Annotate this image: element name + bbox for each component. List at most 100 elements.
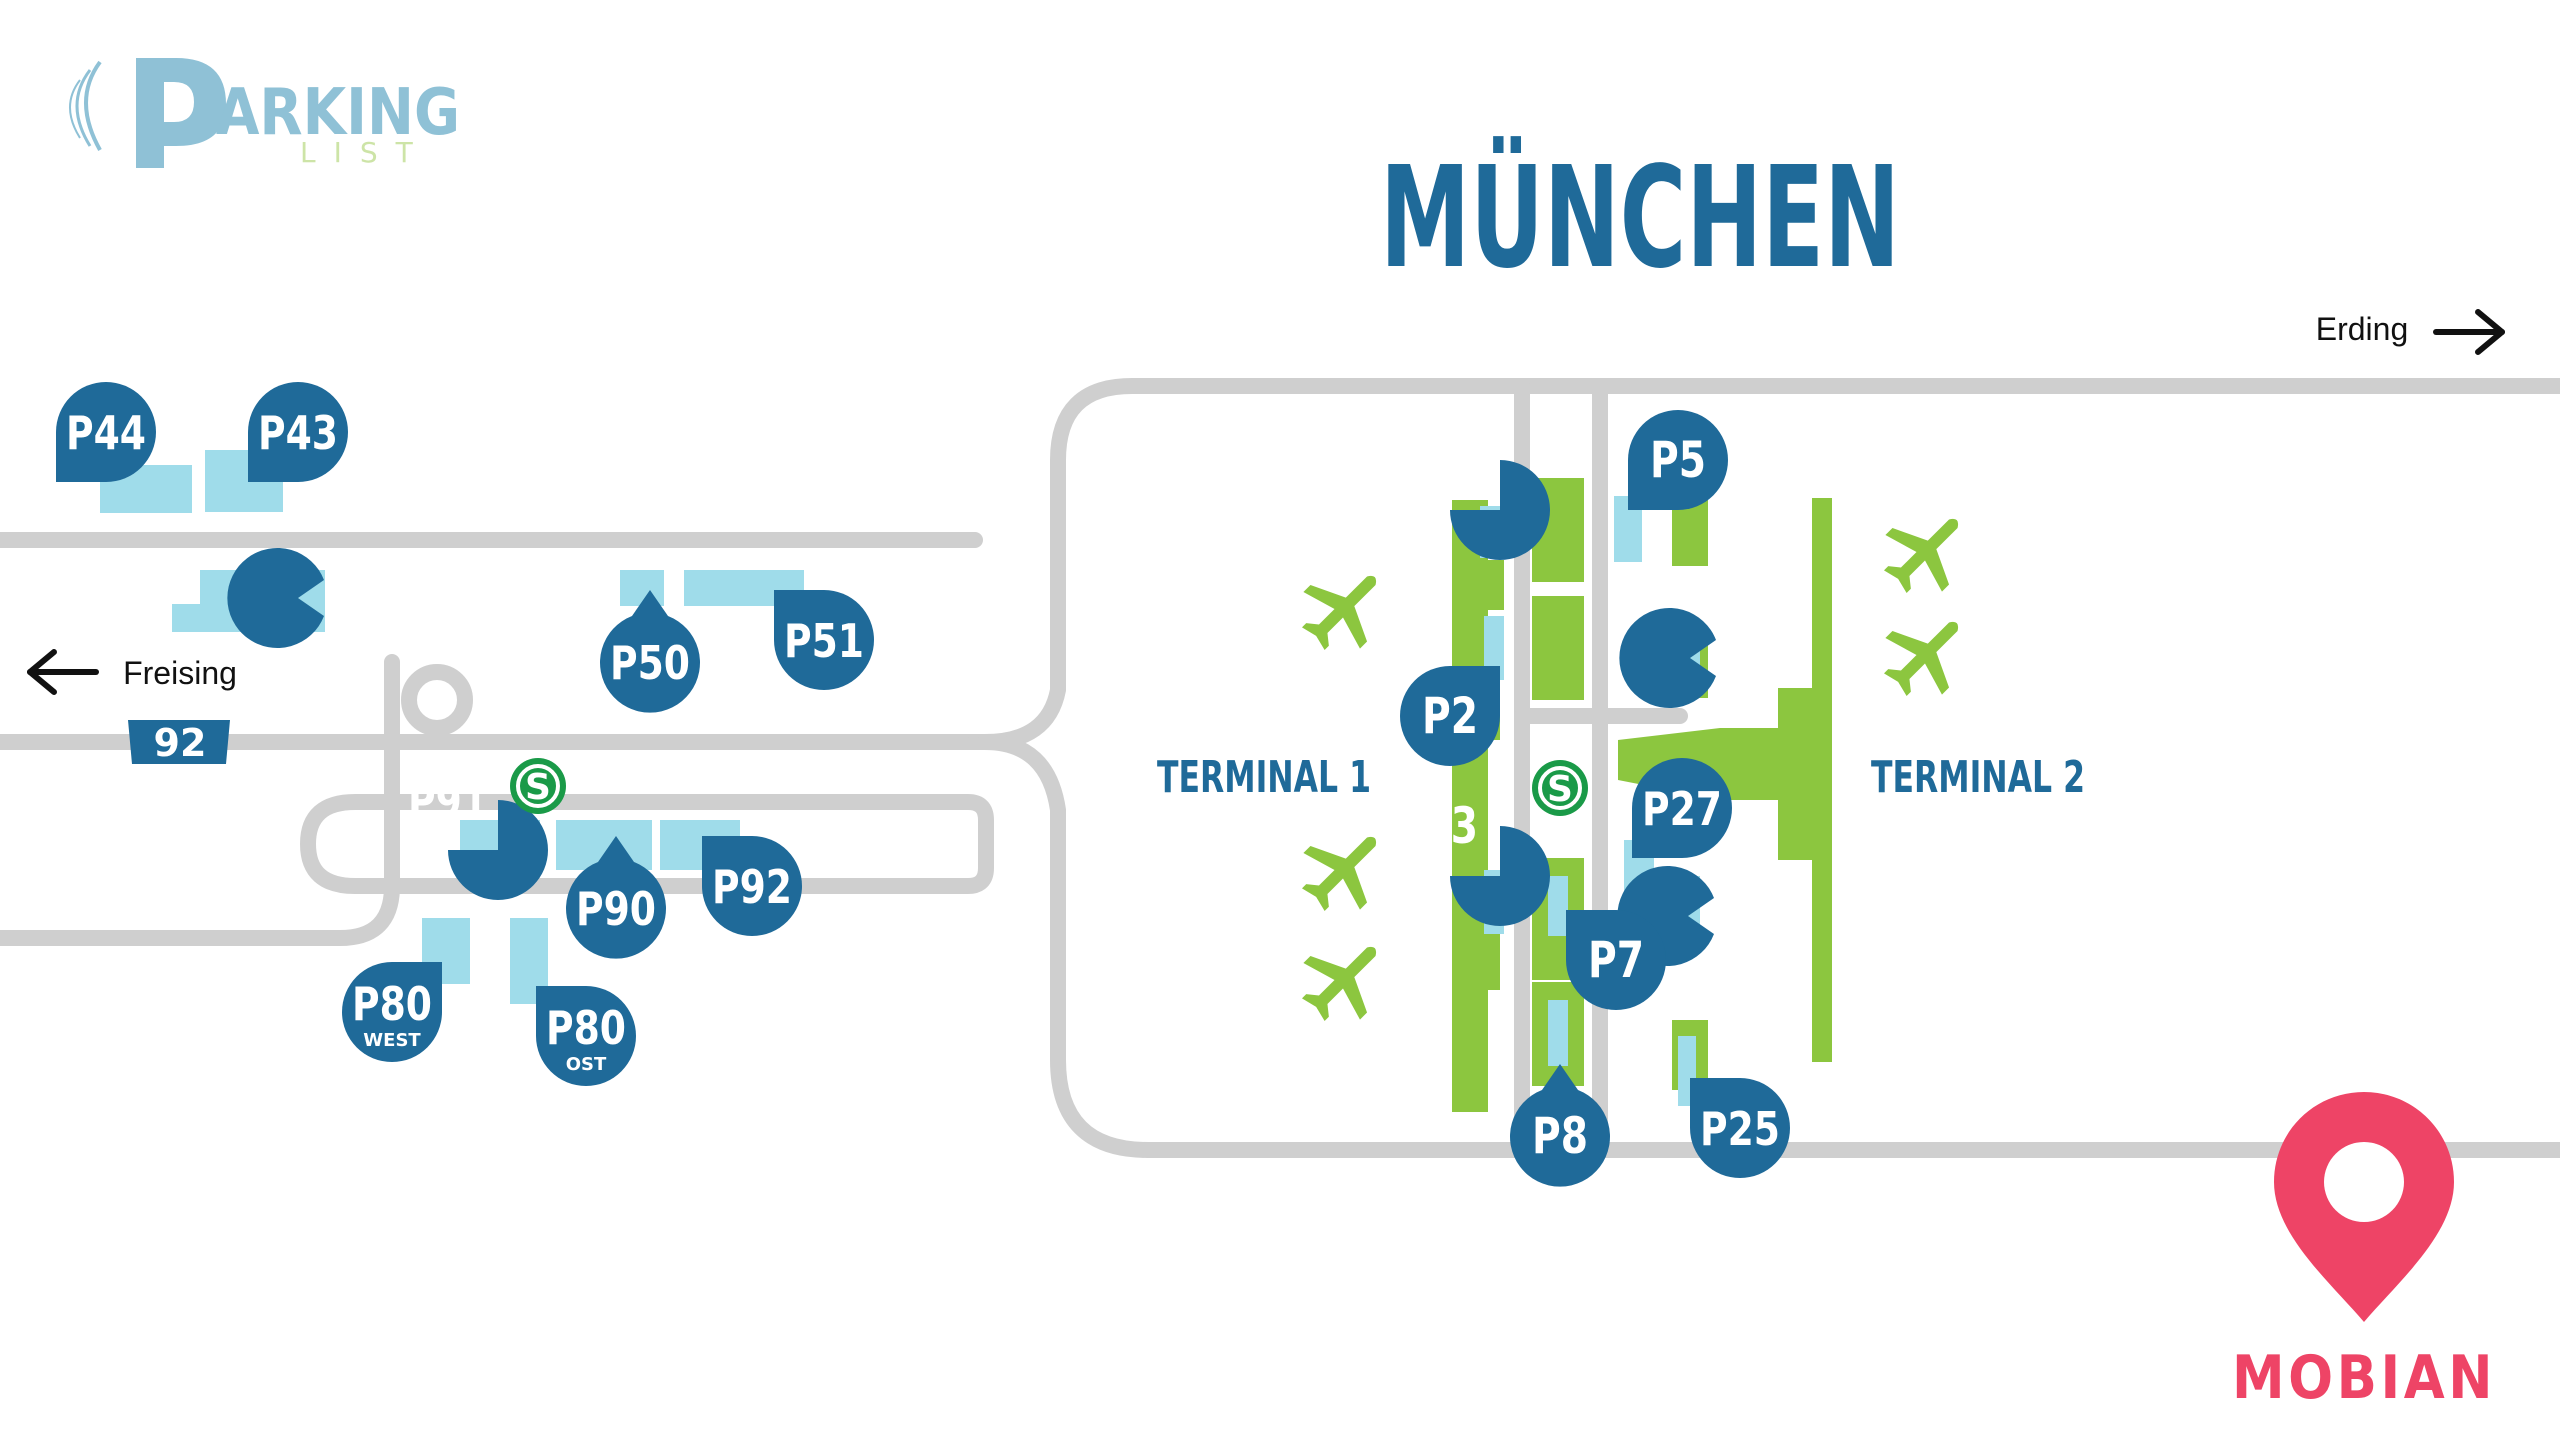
marker-label: P92	[712, 860, 792, 914]
parking-marker-icon	[1510, 1064, 1610, 1187]
marker-p91[interactable]: P91	[408, 774, 548, 900]
parking-marker-icon	[1450, 460, 1550, 560]
direction-freising: Freising	[27, 649, 237, 695]
marker-p3[interactable]: P3	[1422, 797, 1550, 926]
marker-p44[interactable]: P44	[56, 382, 156, 482]
airplane-icon	[1883, 621, 1959, 697]
airplane-icon	[1301, 575, 1377, 651]
mobian-label: MOBIAN	[2232, 1343, 2496, 1413]
airplane-icons	[1301, 518, 1959, 1022]
marker-sublabel: OST	[566, 1054, 607, 1075]
terminal-2-building	[1618, 498, 1832, 1062]
marker-label: P1	[1422, 431, 1478, 489]
terminal-1-label: TERMINAL 1	[1157, 752, 1371, 803]
marker-label: P80	[352, 977, 432, 1031]
marker-p8[interactable]: P8	[1510, 1064, 1610, 1187]
marker-label: P25	[1700, 1102, 1780, 1156]
parking-marker-icon	[1619, 608, 1716, 708]
marker-label: P3	[1422, 797, 1478, 855]
parking-marker-icon	[1450, 826, 1550, 926]
marker-label: P8	[1532, 1107, 1588, 1165]
terminal-1-building	[1452, 500, 1504, 1112]
marker-p1[interactable]: P1	[1422, 431, 1550, 560]
direction-freising-label: Freising	[123, 655, 237, 691]
road-connector	[967, 378, 2560, 750]
terminal-2-label: TERMINAL 2	[1871, 752, 2085, 803]
marker-label: P41	[330, 572, 410, 626]
arrow-left-icon	[27, 649, 99, 695]
marker-p26[interactable]: P26	[1619, 608, 1802, 708]
central-block-2	[1532, 596, 1584, 700]
marker-p51[interactable]: P51	[774, 590, 874, 690]
marker-label: P80	[546, 1001, 626, 1055]
mobian-brand: MOBIAN	[2232, 1092, 2496, 1413]
parking-marker-icon	[536, 986, 636, 1086]
parking-marker-icon	[1690, 1078, 1790, 1178]
marker-sublabel: WEST	[363, 1030, 421, 1051]
marker-label: P7	[1588, 931, 1644, 989]
marker-p2[interactable]: P2	[1400, 666, 1500, 766]
s-bahn-icon: S	[1547, 769, 1573, 810]
parking-marker-icon	[227, 548, 324, 648]
marker-label: P5	[1650, 431, 1706, 489]
marker-p25[interactable]: P25	[1690, 1078, 1790, 1178]
parking-marker-icon	[1566, 910, 1666, 1010]
parkinglist-logo: ARKING LIST	[69, 58, 460, 169]
s-bahn-west[interactable]: S	[510, 758, 566, 814]
arrow-right-icon	[2433, 309, 2505, 355]
marker-p41[interactable]: P41	[227, 548, 410, 648]
terminal-buildings	[1452, 478, 1832, 1112]
airplane-icon	[1883, 518, 1959, 594]
parking-marker-icon	[56, 382, 156, 482]
parking-marker-icon	[702, 836, 802, 936]
marker-label: P27	[1642, 782, 1722, 836]
marker-label: P43	[258, 406, 338, 460]
marker-p92[interactable]: P92	[702, 836, 802, 936]
parking-marker-icon	[1400, 666, 1500, 766]
parking-p-icon	[69, 58, 226, 168]
parking-marker-icon	[342, 962, 442, 1062]
lot-p2[interactable]	[1484, 616, 1504, 680]
parking-marker-icon	[248, 382, 348, 482]
s-bahn-terminal[interactable]: S	[1532, 760, 1588, 816]
marker-p43[interactable]: P43	[248, 382, 348, 482]
marker-label: P51	[784, 614, 864, 668]
airplane-icon	[1301, 836, 1377, 912]
marker-label: P44	[66, 406, 146, 460]
parking-marker-icon	[566, 836, 666, 959]
parking-marker-icon	[1632, 758, 1732, 858]
marker-label: P20	[1720, 890, 1800, 944]
marker-p5[interactable]: P5	[1628, 410, 1728, 510]
parking-marker-icon	[1628, 410, 1728, 510]
marker-label: P91	[408, 774, 488, 828]
marker-p90[interactable]: P90	[566, 836, 666, 959]
logo-subtext: LIST	[300, 136, 431, 169]
direction-erding: Erding	[2316, 309, 2505, 355]
marker-label: P50	[610, 636, 690, 690]
lot-p7[interactable]	[1548, 876, 1568, 936]
road-west-loop	[300, 794, 994, 894]
marker-label: P90	[576, 882, 656, 936]
roundabout	[401, 664, 473, 736]
marker-label: P26	[1722, 632, 1802, 686]
marker-label: P2	[1422, 687, 1478, 745]
map-pin-icon	[2274, 1092, 2454, 1322]
lot-p50[interactable]	[620, 570, 664, 606]
page-title: MÜNCHEN	[1380, 135, 1900, 300]
logo-text: ARKING	[216, 76, 460, 150]
parking-marker-icon	[600, 590, 700, 713]
marker-p7[interactable]: P7	[1566, 910, 1666, 1010]
marker-p27[interactable]: P27	[1632, 758, 1732, 858]
road-number-badge: 92	[128, 720, 230, 765]
s-bahn-icon: S	[525, 767, 551, 808]
parking-marker-icon	[448, 800, 548, 900]
airplane-icon	[1301, 946, 1377, 1022]
direction-erding-label: Erding	[2316, 311, 2409, 347]
lot-p8[interactable]	[1548, 1000, 1568, 1066]
parking-marker-icon	[774, 590, 874, 690]
marker-p50[interactable]: P50	[600, 590, 700, 713]
